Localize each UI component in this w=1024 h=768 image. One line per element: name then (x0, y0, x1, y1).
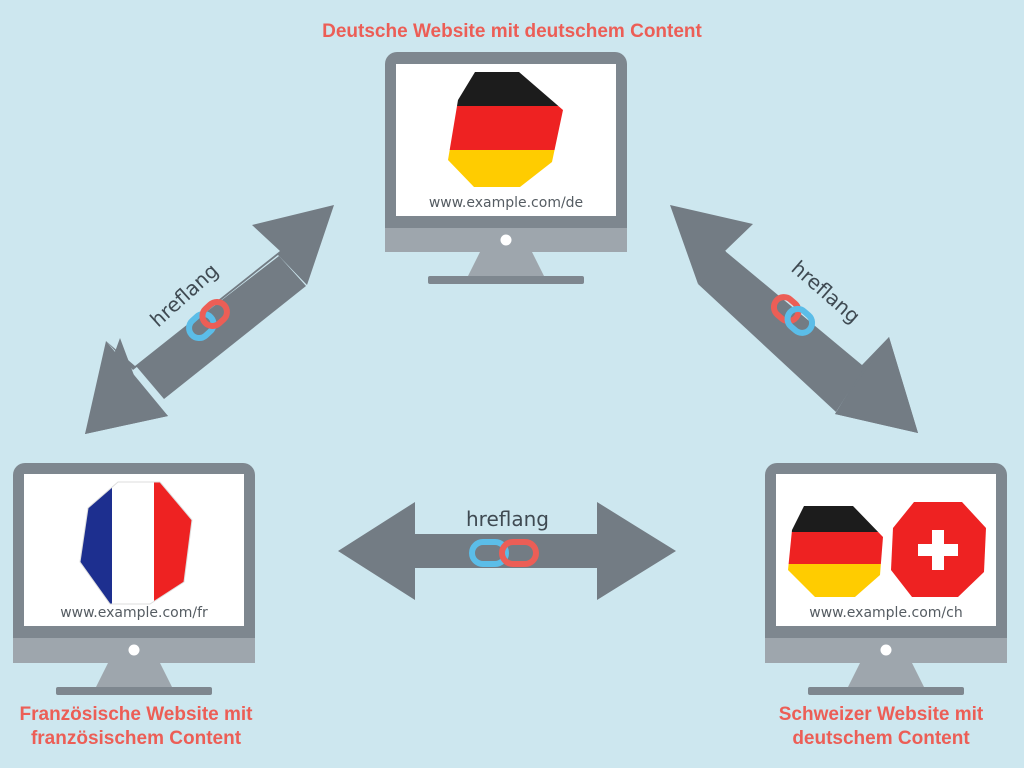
site-url: www.example.com/ch (809, 605, 962, 621)
arrow-de-ch (670, 205, 918, 433)
site-caption-de: Deutsche Website mit deutschem Content (322, 21, 702, 42)
site-url: www.example.com/de (429, 195, 583, 211)
site-caption-ch: Schweizer Website mit deutschem Content (778, 704, 984, 749)
power-button-icon (880, 644, 892, 656)
chain-link-icon (186, 298, 230, 342)
site-caption-fr: Französische Website mit französischem C… (19, 704, 253, 749)
chain-link-icon (770, 294, 816, 336)
chain-link-icon (469, 539, 539, 567)
swiss-flag-hexagon-icon (891, 502, 986, 597)
monitor-de: www.example.com/de (385, 52, 627, 284)
arrow-de-fr (85, 205, 334, 434)
power-button-icon (500, 234, 512, 246)
site-url: www.example.com/fr (60, 605, 208, 621)
power-button-icon (128, 644, 140, 656)
hreflang-label-fr-ch: hreflang (466, 507, 549, 531)
monitor-fr: www.example.com/fr (13, 463, 255, 695)
monitor-ch: www.example.com/ch (765, 463, 1007, 695)
